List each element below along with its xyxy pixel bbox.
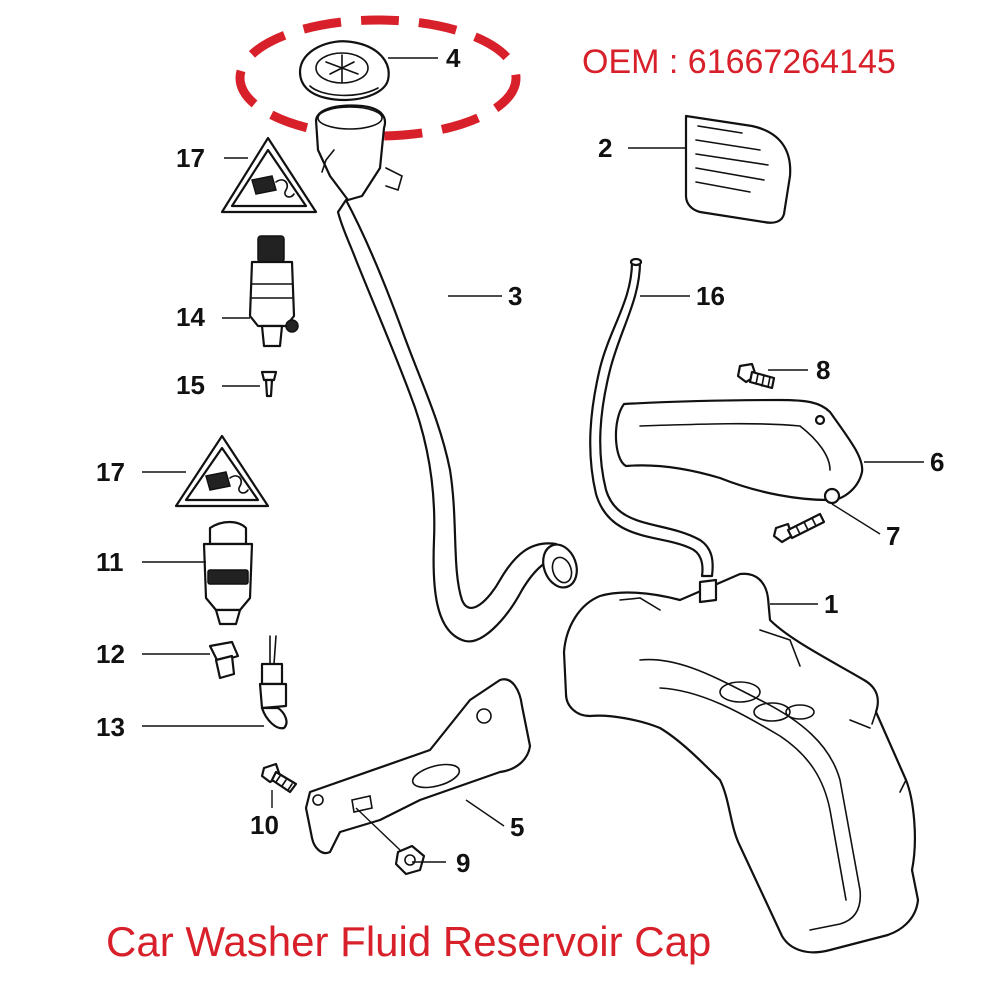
part-1-reservoir-tank bbox=[562, 572, 920, 954]
leader-lines bbox=[142, 57, 924, 863]
callout-11: 11 bbox=[96, 547, 124, 577]
callout-16: 16 bbox=[696, 281, 725, 311]
callout-15: 15 bbox=[176, 370, 205, 400]
callout-numbers: 4 2 3 16 8 6 7 1 5 9 10 17 14 15 17 11 1… bbox=[96, 43, 944, 878]
callout-7: 7 bbox=[886, 521, 900, 551]
callout-9: 9 bbox=[456, 848, 470, 878]
part-16-tube bbox=[589, 257, 714, 578]
part-5-mounting-bracket bbox=[304, 678, 532, 855]
part-9-nut bbox=[394, 844, 426, 876]
caption-title: Car Washer Fluid Reservoir Cap bbox=[106, 918, 711, 965]
part-13-level-sensor bbox=[258, 635, 288, 730]
callout-4: 4 bbox=[446, 43, 461, 73]
callout-2: 2 bbox=[598, 133, 612, 163]
callout-5: 5 bbox=[510, 812, 524, 842]
part-14-washer-pump bbox=[248, 235, 299, 348]
highlight-ring bbox=[235, 15, 521, 141]
part-15-screw bbox=[260, 370, 278, 398]
part-10-bolt bbox=[260, 762, 298, 794]
callout-17-bottom: 17 bbox=[96, 457, 125, 487]
part-7-bolt bbox=[772, 512, 826, 544]
part-12-grommet bbox=[208, 640, 240, 680]
part-17-warning-label-top bbox=[220, 136, 318, 214]
callout-12: 12 bbox=[96, 639, 125, 669]
callout-6: 6 bbox=[930, 447, 944, 477]
part-4-reservoir-cap bbox=[298, 40, 390, 102]
part-2-label-sticker bbox=[684, 114, 792, 224]
part-8-bolt bbox=[736, 362, 776, 390]
oem-label: OEM : 61667264145 bbox=[582, 43, 896, 81]
callout-1: 1 bbox=[824, 589, 838, 619]
callout-13: 13 bbox=[96, 712, 125, 742]
callout-14: 14 bbox=[176, 302, 205, 332]
callout-3: 3 bbox=[508, 281, 522, 311]
callout-8: 8 bbox=[816, 355, 830, 385]
part-3-filler-hose bbox=[314, 104, 578, 643]
callout-10: 10 bbox=[250, 810, 279, 840]
callout-17-top: 17 bbox=[176, 143, 205, 173]
part-11-washer-pump bbox=[202, 520, 254, 626]
part-17-warning-label-bottom bbox=[174, 434, 270, 508]
part-6-bracket bbox=[614, 398, 864, 505]
